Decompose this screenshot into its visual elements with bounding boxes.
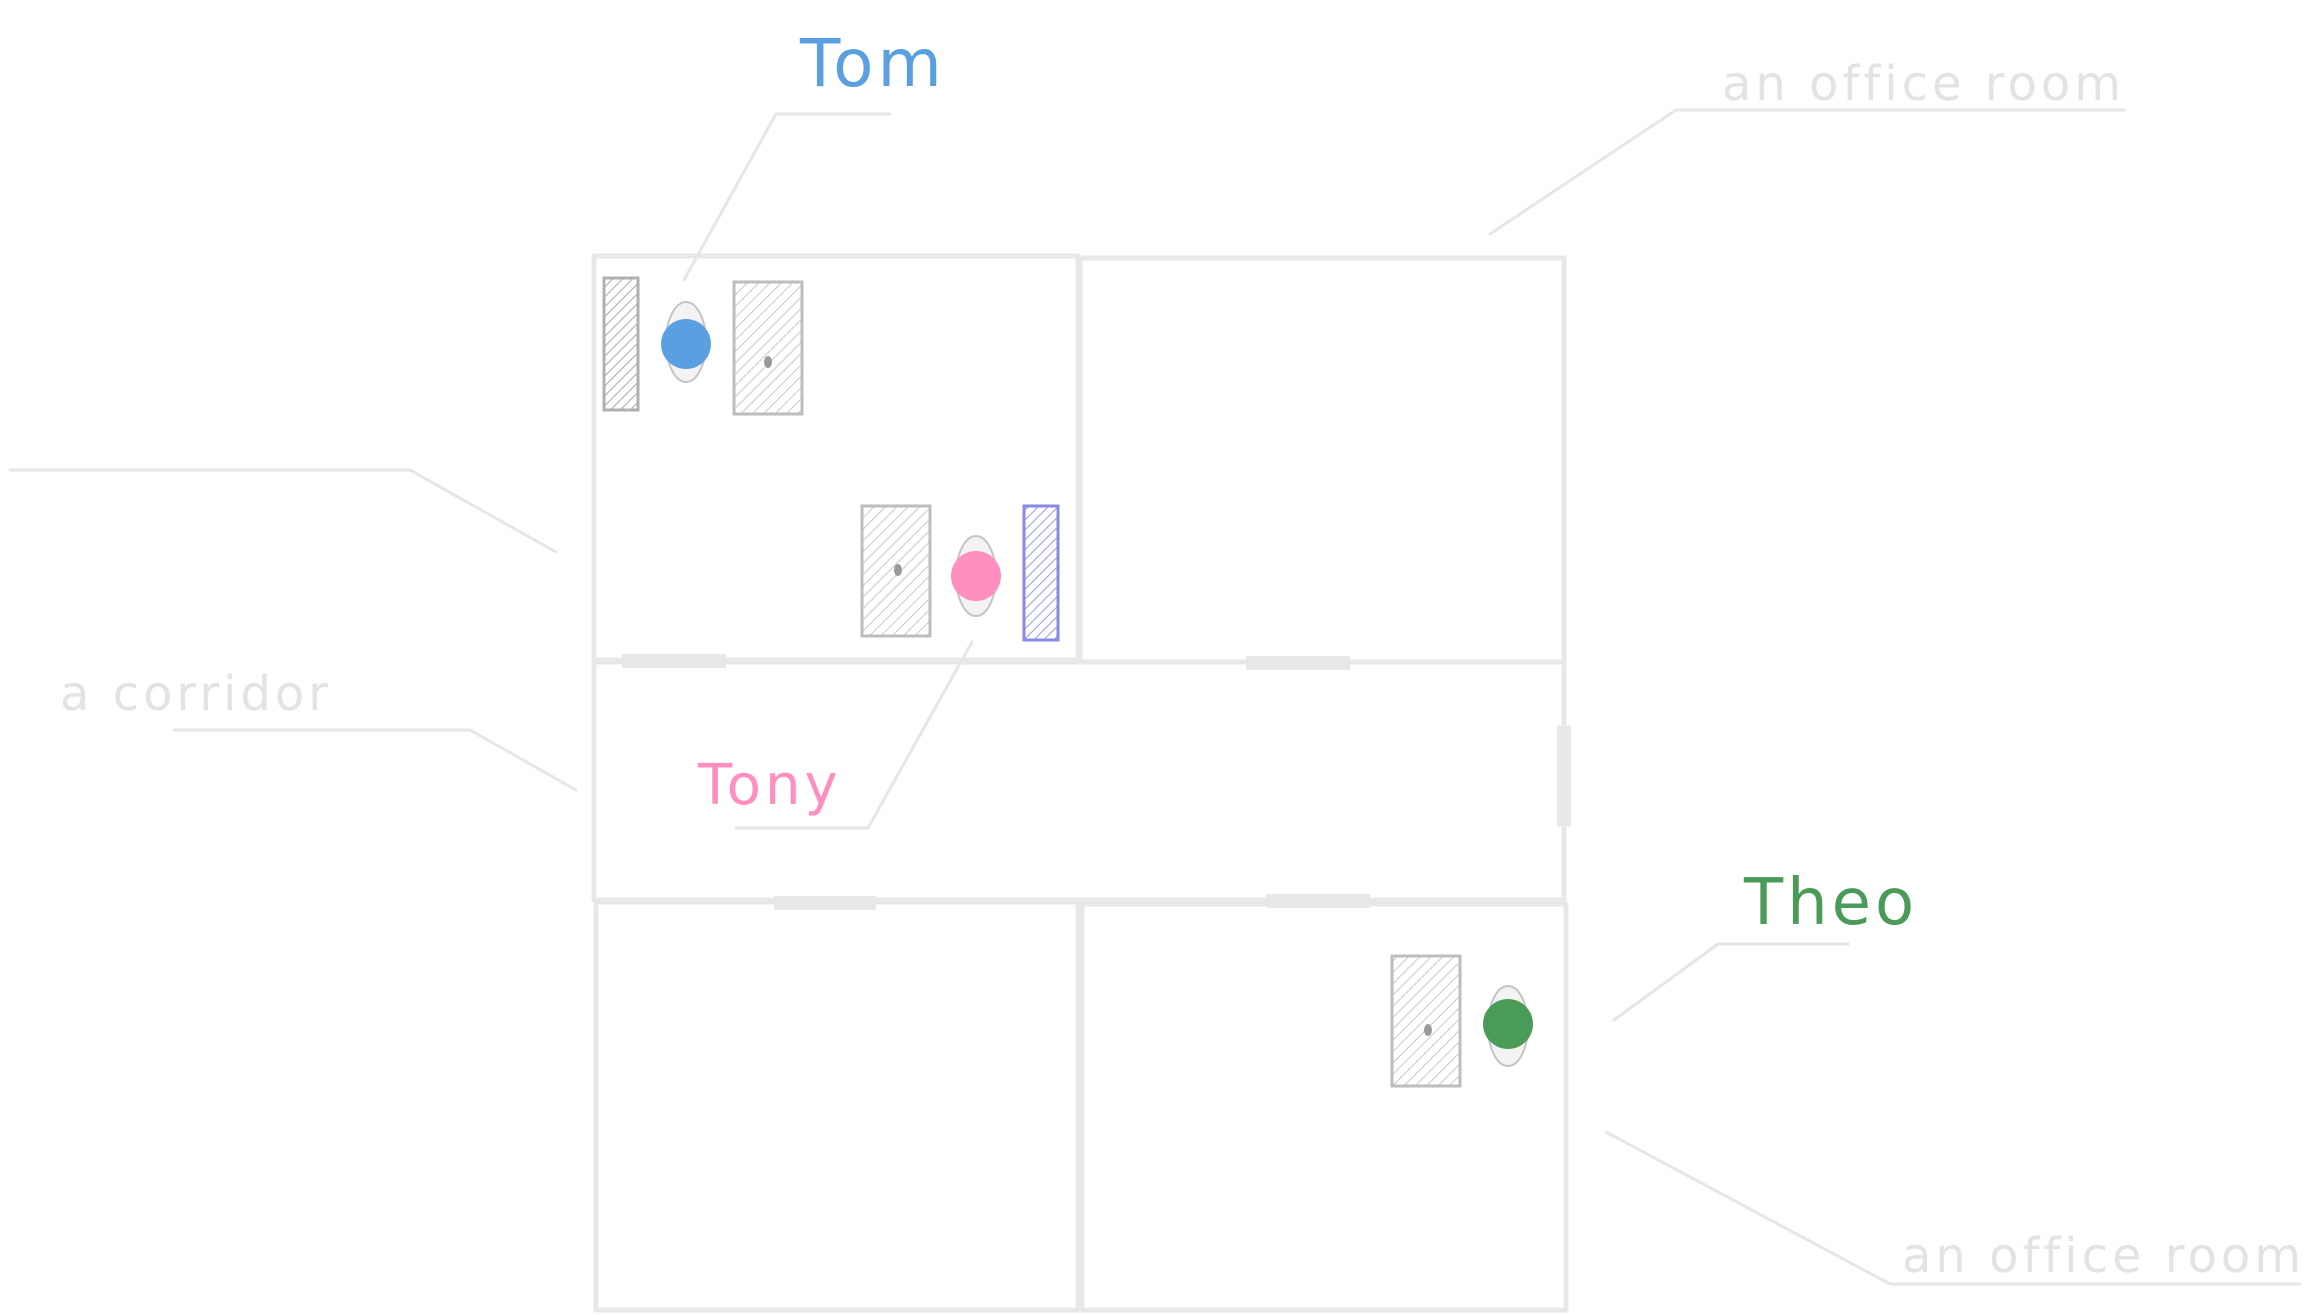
theo-workstation xyxy=(1390,954,1533,1088)
tony-workstation xyxy=(860,504,1060,642)
office-room-bottom-right xyxy=(1079,901,1569,1313)
tony-leader-line xyxy=(734,640,974,830)
office-room-top-right xyxy=(1077,255,1567,665)
leader-lines xyxy=(8,108,2302,1286)
desk-dot xyxy=(894,564,902,576)
office-bottom-leader-line xyxy=(1604,1130,2302,1286)
tom-workstation xyxy=(602,276,804,416)
person-icon-tony xyxy=(951,551,1001,601)
person-icon-theo xyxy=(1483,999,1533,1049)
desk-icon xyxy=(1390,954,1462,1088)
label-theo: Theo xyxy=(1743,866,1918,940)
doors xyxy=(622,654,1571,910)
label-tony: Tony xyxy=(697,753,842,818)
label-office-bottom: an office room xyxy=(1902,1228,2305,1284)
label-office-top: an office room xyxy=(1722,56,2125,112)
shelf-icon xyxy=(602,276,640,412)
left-leader-line xyxy=(8,468,558,554)
person-icon-tom xyxy=(661,319,711,369)
tom-leader-line xyxy=(682,112,892,282)
corridor-leader-line xyxy=(172,728,578,792)
theo-leader-line xyxy=(1612,942,1850,1022)
office-room-top-left xyxy=(591,253,1081,663)
office-top-leader-line xyxy=(1488,108,2126,236)
desk-dot xyxy=(1424,1024,1432,1036)
shelf-icon xyxy=(1022,504,1060,642)
desk-icon xyxy=(732,280,804,416)
desk-dot xyxy=(764,356,772,368)
label-tom: Tom xyxy=(799,25,946,102)
office-room-bottom-left xyxy=(593,899,1081,1313)
label-corridor: a corridor xyxy=(60,666,332,722)
